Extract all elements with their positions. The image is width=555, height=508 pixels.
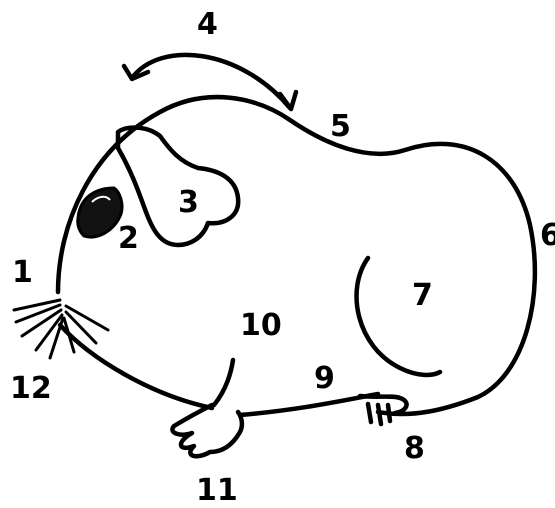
- label-4: 4: [197, 7, 218, 42]
- label-11: 11: [196, 473, 238, 508]
- label-7: 7: [412, 278, 433, 313]
- belly-outline: [60, 325, 212, 408]
- label-10: 10: [240, 308, 282, 343]
- front-foot: [172, 405, 242, 456]
- label-1: 1: [12, 255, 33, 290]
- hind-foot: [360, 396, 407, 424]
- label-12: 12: [10, 371, 52, 406]
- label-9: 9: [314, 361, 335, 396]
- label-8: 8: [404, 431, 425, 466]
- underside-line: [240, 394, 378, 415]
- front-leg: [214, 360, 233, 405]
- whiskers: [14, 300, 108, 358]
- label-2: 2: [118, 221, 139, 256]
- label-6: 6: [540, 218, 555, 253]
- hind-leg: [357, 258, 440, 375]
- arrow-4: [132, 55, 290, 108]
- arrowhead-right: [280, 92, 296, 109]
- eye: [78, 188, 122, 237]
- label-3: 3: [178, 185, 199, 220]
- label-5: 5: [330, 109, 351, 144]
